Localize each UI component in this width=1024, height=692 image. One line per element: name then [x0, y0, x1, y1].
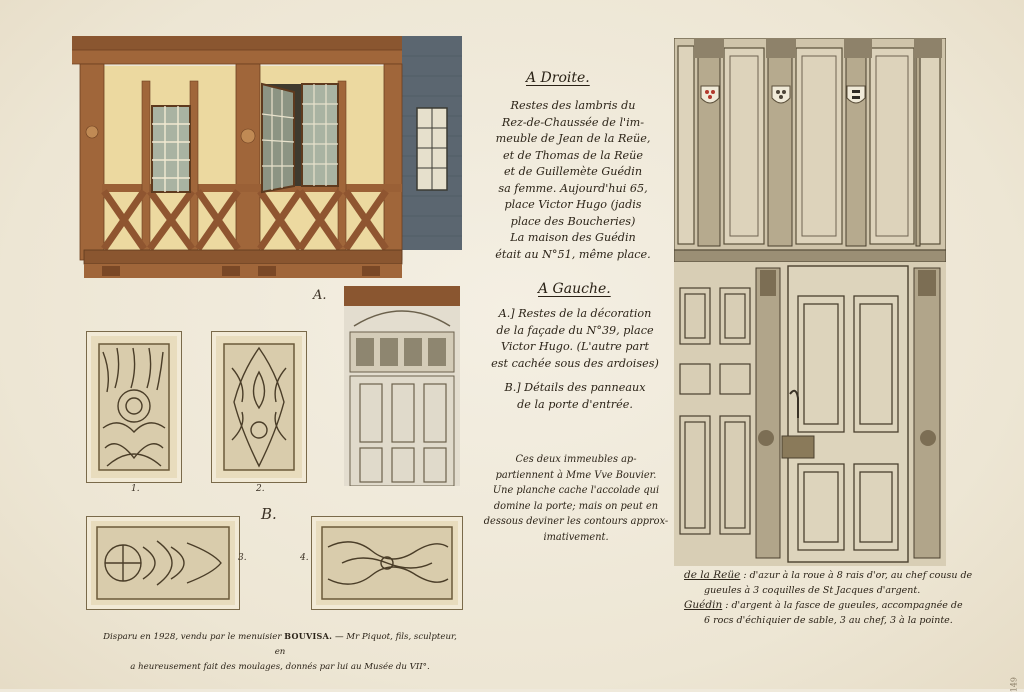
text-right-line: meuble de Jean de la Reüe, [495, 132, 651, 145]
text-left-line: Victor Hugo. (L'autre part [500, 340, 650, 353]
text-left-line: de la façade du N°39, place [496, 323, 654, 337]
heraldry-reue-text2: gueules à 3 coquilles de St Jacques d'ar… [704, 585, 921, 596]
text-right-line: place des Boucheries) [510, 214, 636, 228]
text-right-line: Rez-de-Chaussée de l'im- [501, 115, 645, 129]
text-note-line: partiennent à Mme Vve Bouvier. [495, 469, 657, 481]
heraldry-legend: de la Reüe : d'azur à la roue à 8 rais d… [684, 568, 974, 628]
text-note-line: domine la porte; mais on peut en [493, 500, 659, 512]
label-panel-2: 2. [256, 484, 265, 494]
text-note-line: dessous deviner les contours approx- [483, 516, 669, 527]
bottom-note-name: BOUVISA. [284, 631, 333, 641]
text-note-line: imativement. [543, 531, 609, 543]
label-panel-3: 3. [238, 553, 247, 563]
carved-panel-1 [86, 331, 182, 483]
heraldry-reue-name: de la Reüe [684, 569, 741, 581]
bottom-note-end: — Mr Piquot, fils, sculpteur, en [274, 632, 457, 657]
bottom-note-start: Disparu en 1928, vendu par le menuisier [103, 632, 282, 642]
carved-panel-4 [311, 516, 463, 610]
text-right-line: et de Thomas de la Reüe [502, 148, 643, 162]
text-left-line: est cachée sous des ardoises) [491, 356, 659, 370]
text-note: Ces deux immeubles ap- partiennent à Mme… [478, 452, 674, 545]
text-left-b: B.] Détails des panneaux de la porte d'e… [480, 380, 670, 413]
text-right-line: sa femme. Aujourd'hui 65, [498, 181, 648, 195]
heraldry-guedin-name: Guédin [684, 599, 723, 611]
text-note-line: Une planche cache l'accolade qui [492, 485, 660, 496]
carved-panel-3 [86, 516, 240, 610]
heraldry-guedin-text2: 6 rocs d'échiquier de sable, 3 au chef, … [704, 615, 953, 626]
doorway-sketch [344, 286, 460, 486]
text-right-line: La maison des Guédin [510, 231, 636, 244]
margin-mark: 149 [1009, 677, 1018, 692]
text-left-a: A.] Restes de la décoration de la façade… [480, 306, 670, 372]
label-panel-4: 4. [300, 553, 309, 563]
heading-right: A Droite. [526, 70, 590, 86]
carved-panel-2 [211, 331, 307, 483]
text-right-line: Restes des lambris du [510, 99, 636, 112]
heraldry-guedin-text: : d'argent à la fasce de gueules, accomp… [725, 600, 963, 611]
label-b: B. [261, 505, 277, 523]
label-a: A. [313, 288, 327, 303]
text-left-line: de la porte d'entrée. [517, 397, 633, 411]
heading-left: A Gauche. [538, 281, 611, 297]
paneling-illustration [674, 38, 946, 566]
text-right-line: place Victor Hugo (jadis [504, 198, 642, 211]
bottom-note-line2: a heureusement fait des moulages, donnés… [130, 662, 430, 672]
text-note-line: Ces deux immeubles ap- [515, 454, 637, 465]
heraldry-reue-text: : d'azur à la roue à 8 rais d'or, au che… [743, 570, 973, 581]
text-left-line: B.] Détails des panneaux [504, 381, 646, 394]
facade-illustration [72, 36, 462, 290]
text-left-line: A.] Restes de la décoration [498, 307, 652, 320]
bottom-note: Disparu en 1928, vendu par le menuisier … [100, 629, 460, 675]
text-right-line: et de Guillemète Guédin [503, 165, 643, 178]
text-right-line: était au N°51, même place. [495, 247, 651, 261]
text-right: Restes des lambris du Rez-de-Chaussée de… [478, 98, 668, 263]
label-panel-1: 1. [131, 484, 140, 494]
